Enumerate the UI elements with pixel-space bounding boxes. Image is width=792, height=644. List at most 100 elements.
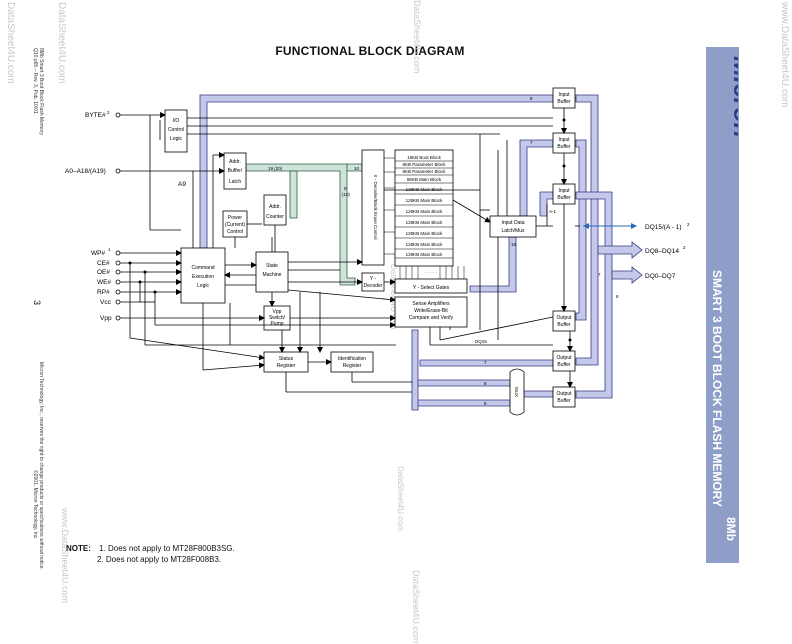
xdec-label: X - Decoder/Block Erase Control xyxy=(373,174,378,239)
sidebar-band xyxy=(706,47,739,563)
ib1-l2: Buffer xyxy=(557,99,571,105)
y-select-gates xyxy=(394,278,468,294)
sense-l1: Sense Amplifiers xyxy=(412,301,450,307)
ob1-l1: Output xyxy=(556,315,572,321)
io-ctrl-l1: I/O xyxy=(173,118,180,124)
bus-labels: 19 (20) 10 9 (10) 8 7 16 A-1 DQ15 7 8 8 … xyxy=(268,96,619,406)
mux-label: MUX xyxy=(514,387,519,397)
bus-label-19: 19 (20) xyxy=(268,166,283,171)
vpp-l3: Pump xyxy=(270,321,283,327)
ib2-l1: Input xyxy=(558,137,570,143)
memory-dividers xyxy=(384,157,465,279)
addr-counter xyxy=(263,194,287,226)
pin-wp-sup: 1 xyxy=(108,247,111,252)
pin-labels: BYTE# 2 A0–A18/(A19) A9 WP# 1 CE# OE# WE… xyxy=(65,110,690,322)
mem-0: 16KB Boot Block xyxy=(407,155,442,160)
power-l1: Power xyxy=(228,215,243,221)
bus-label-7c: 7 xyxy=(598,272,601,277)
mem-5: 128KB Main Block xyxy=(406,198,444,203)
output-buffer-2 xyxy=(552,350,576,372)
bus-label-8a: 8 xyxy=(530,96,533,101)
notes: NOTE: 1. Does not apply to MT28F800B3SG.… xyxy=(66,543,235,565)
mem-2: 8KB Parameter Block xyxy=(402,169,446,174)
bus-out-8b xyxy=(411,399,511,407)
mem-7: 128KB Main Block xyxy=(406,220,444,225)
input-data-latch-mux xyxy=(489,215,537,238)
command-l2: Execution xyxy=(192,274,214,280)
block-labels: I/O Control Logic Addr. Buffer/ Latch Po… xyxy=(168,92,572,404)
addr-latch-l2: Buffer/ xyxy=(228,168,243,174)
ydec-l1: Y - xyxy=(370,276,377,282)
bus-label-7a: 7 xyxy=(530,140,533,145)
pin-byte-sup: 2 xyxy=(107,110,110,115)
vpp-l1: Vpp xyxy=(273,309,282,315)
pin-dq0: DQ0–DQ7 xyxy=(645,273,676,280)
ob3-l1: Output xyxy=(556,391,572,397)
pin-vcc: Vcc xyxy=(100,299,112,306)
sense-l3: Compare and Verify xyxy=(409,315,454,321)
status-l1: Status xyxy=(279,356,294,362)
ob2-l2: Buffer xyxy=(557,362,571,368)
command-execution-logic xyxy=(180,247,226,304)
data-buses xyxy=(199,94,643,411)
pin-we: WE# xyxy=(97,279,111,286)
status-register xyxy=(263,351,309,373)
pin-dq15-sup: 2 xyxy=(687,222,690,227)
notes-label: NOTE: xyxy=(66,544,91,553)
input-buffer-2 xyxy=(552,132,576,154)
mem-1: 8KB Parameter Block xyxy=(402,162,446,167)
bus-addr-to-ydec xyxy=(245,163,356,286)
pin-ce: CE# xyxy=(97,260,110,267)
pin-vpp: Vpp xyxy=(100,315,112,322)
memory-labels: 16KB Boot Block 8KB Parameter Block 8KB … xyxy=(402,155,446,275)
bus-right-7 xyxy=(575,139,587,321)
state-machine xyxy=(255,251,289,293)
command-l1: Command xyxy=(191,265,214,271)
bus-label-8c: 8 xyxy=(484,401,487,406)
bus-latch-out xyxy=(469,236,517,293)
mem-dots: · · · · · xyxy=(425,270,438,275)
latch-l2: Latch/Mux xyxy=(501,228,525,234)
bus-addr-counter xyxy=(289,170,298,219)
bus-ib2-7 xyxy=(519,139,554,217)
io-control-logic xyxy=(164,109,188,153)
bus-label-am1: A-1 xyxy=(549,209,557,214)
bus-label-10: 10 xyxy=(354,166,360,171)
bus-dq0 xyxy=(611,266,643,284)
input-buffer-3 xyxy=(552,183,576,205)
ib1-l1: Input xyxy=(558,92,570,98)
pin-a9: A9 xyxy=(178,181,186,188)
ygates: Y - Select Gates xyxy=(413,285,450,291)
blocks xyxy=(164,87,576,416)
pin-circles xyxy=(115,112,121,321)
power-l3: Control xyxy=(227,229,243,235)
bus-out-8a xyxy=(411,379,511,387)
note-1: 1. Does not apply to MT28F800B3SG. xyxy=(99,544,235,553)
ob1-l2: Buffer xyxy=(557,322,571,328)
pin-oe: OE# xyxy=(97,269,110,276)
bus-label-9: 9 xyxy=(344,186,347,191)
addr-latch-l3: Latch xyxy=(229,179,241,185)
mem-9: 128KB Main Block xyxy=(406,242,444,247)
pin-dq15: DQ15/(A - 1) xyxy=(645,224,681,231)
ob3-l2: Buffer xyxy=(557,398,571,404)
ib2-l2: Buffer xyxy=(557,144,571,150)
vpp-l2: Switch/ xyxy=(269,315,286,321)
bus-label-8d: 8 xyxy=(616,294,619,299)
page-title: FUNCTIONAL BLOCK DIAGRAM xyxy=(275,44,465,58)
bus-mux-out xyxy=(523,390,554,398)
pin-rp: RP# xyxy=(97,289,110,296)
sense-l2: Write/Erase-Bit xyxy=(414,308,448,314)
x-decoder xyxy=(361,149,385,266)
ident-l1: Identification xyxy=(338,356,366,362)
counter-l2: Counter xyxy=(266,214,284,220)
bus-label-dq15: DQ15 xyxy=(475,339,487,344)
output-buffer-3 xyxy=(552,386,576,408)
output-buffer-1 xyxy=(552,310,576,332)
power-l2: (Current) xyxy=(225,222,245,228)
pin-addr: A0–A18/(A19) xyxy=(65,168,106,175)
sense-amplifiers xyxy=(394,296,468,328)
bus-dq8 xyxy=(597,241,643,259)
pin-dq8: DQ8–DQ14 xyxy=(645,248,679,255)
signal-wires xyxy=(120,108,580,393)
